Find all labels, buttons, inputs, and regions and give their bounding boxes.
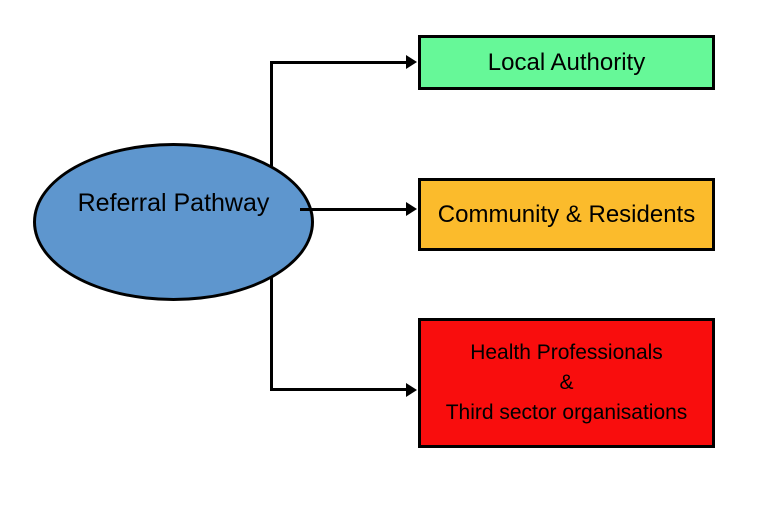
referral-pathway-ellipse: Referral Pathway [33, 143, 314, 301]
referral-pathway-label: Referral Pathway [77, 188, 270, 217]
box-label-line: & [559, 371, 574, 394]
connector-local-authority-vertical-line [270, 62, 273, 166]
box-local-authority-label: Local Authority [487, 48, 646, 76]
connector-health-third-sector-vertical-line [270, 277, 273, 391]
arrowhead-icon [406, 202, 417, 216]
connector-local-authority-horizontal-line [270, 61, 407, 64]
box-community-residents-label: Community & Residents [437, 200, 696, 228]
box-health-third-sector-label: Health Professionals & Third sector orga… [446, 338, 688, 428]
arrowhead-icon [406, 55, 417, 69]
connector-health-third-sector-horizontal-line [270, 388, 407, 391]
box-health-third-sector: Health Professionals & Third sector orga… [418, 318, 715, 448]
connector-community-residents-horizontal-line [300, 208, 407, 211]
box-local-authority: Local Authority [418, 35, 715, 90]
box-community-residents: Community & Residents [418, 178, 715, 251]
box-label-line: Health Professionals [470, 341, 663, 364]
box-label-line: Third sector organisations [445, 401, 688, 424]
arrowhead-icon [406, 383, 417, 397]
